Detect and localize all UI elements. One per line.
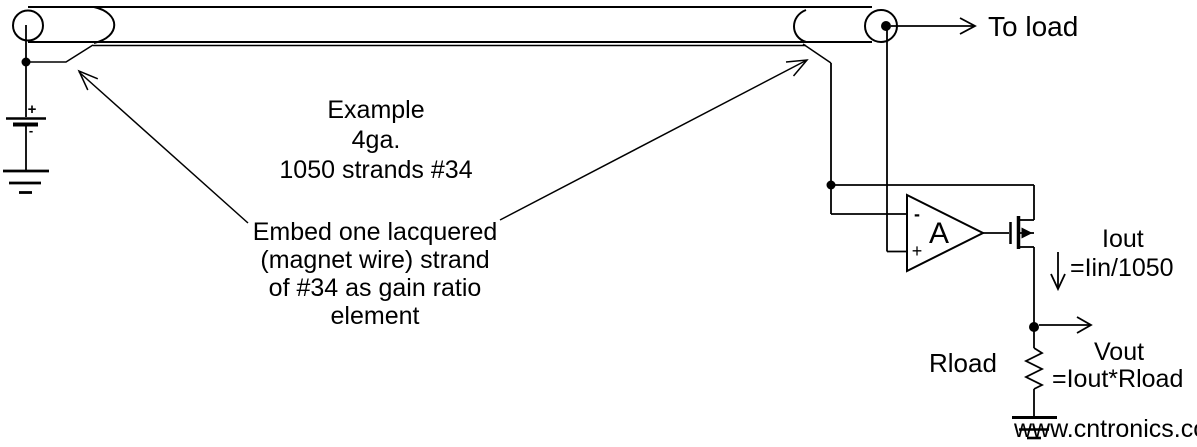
output-branch: Iout =Iin/1050 Vout =Iout*Rload Rload: [929, 225, 1183, 440]
battery-branch: + -: [3, 25, 49, 194]
example-note: Example 4ga. 1050 strands #34: [279, 96, 472, 184]
vout-label: Vout: [1094, 338, 1144, 366]
vout-formula-label: =Iout*Rload: [1052, 365, 1183, 393]
cable-left-endcap: [12, 9, 44, 42]
watermark-text: www.cntronics.com: [1013, 415, 1197, 443]
embed-note-line3: of #34 as gain ratio: [269, 274, 482, 302]
cable-joint-arc-right: [793, 9, 807, 43]
embed-note: Embed one lacquered (magnet wire) strand…: [253, 218, 498, 330]
mosfet-body-arrow: [1021, 227, 1033, 239]
example-note-line2: 4ga.: [352, 126, 401, 154]
opamp-gain-label: A: [929, 217, 949, 250]
to-load-label: To load: [988, 11, 1078, 42]
to-load-branch: To load: [881, 11, 1078, 253]
embed-note-line1: Embed one lacquered: [253, 218, 498, 246]
sense-branch: [802, 43, 1034, 215]
rload-label: Rload: [929, 348, 997, 378]
embed-note-line4: element: [331, 302, 420, 330]
opamp: - + A: [906, 193, 986, 273]
to-load-arrowhead: [959, 17, 977, 35]
vout-arrowhead: [1076, 316, 1093, 334]
annotation-arrow-left-shaft: [78, 71, 249, 224]
ground-symbol-right: [1012, 416, 1057, 440]
annotation-arrows: [77, 59, 809, 224]
annotation-arrow-left-head: [77, 69, 99, 91]
example-note-line1: Example: [327, 96, 424, 124]
junction-dot-vout: [1029, 322, 1039, 332]
sense-strand-right-exit: [802, 43, 832, 64]
embed-note-line2: (magnet wire) strand: [260, 246, 489, 274]
opamp-triangle: [906, 193, 986, 273]
iout-current-arrow: [1050, 252, 1066, 292]
cable-right-terminal-dot: [881, 21, 891, 31]
example-note-line3: 1050 strands #34: [279, 156, 472, 184]
cable-assembly: [12, 6, 898, 47]
rload-resistor: [1023, 347, 1045, 390]
opamp-plus-label: +: [912, 241, 923, 261]
sense-strand-left-exit: [26, 44, 94, 63]
battery-minus-label: -: [29, 123, 33, 138]
iout-formula-label: =Iin/1050: [1070, 254, 1174, 282]
battery-plus-label: +: [28, 101, 37, 118]
iout-arrowhead: [1050, 273, 1066, 292]
annotation-arrow-right-shaft: [499, 59, 808, 221]
mosfet: [983, 185, 1035, 249]
opamp-minus-label: -: [914, 204, 920, 224]
ground-symbol-left: [3, 169, 49, 194]
annotation-arrow-right-head: [785, 59, 809, 77]
battery-symbol: + -: [6, 101, 46, 138]
cable-joint-arc-left: [93, 6, 115, 44]
iout-label: Iout: [1102, 225, 1144, 253]
